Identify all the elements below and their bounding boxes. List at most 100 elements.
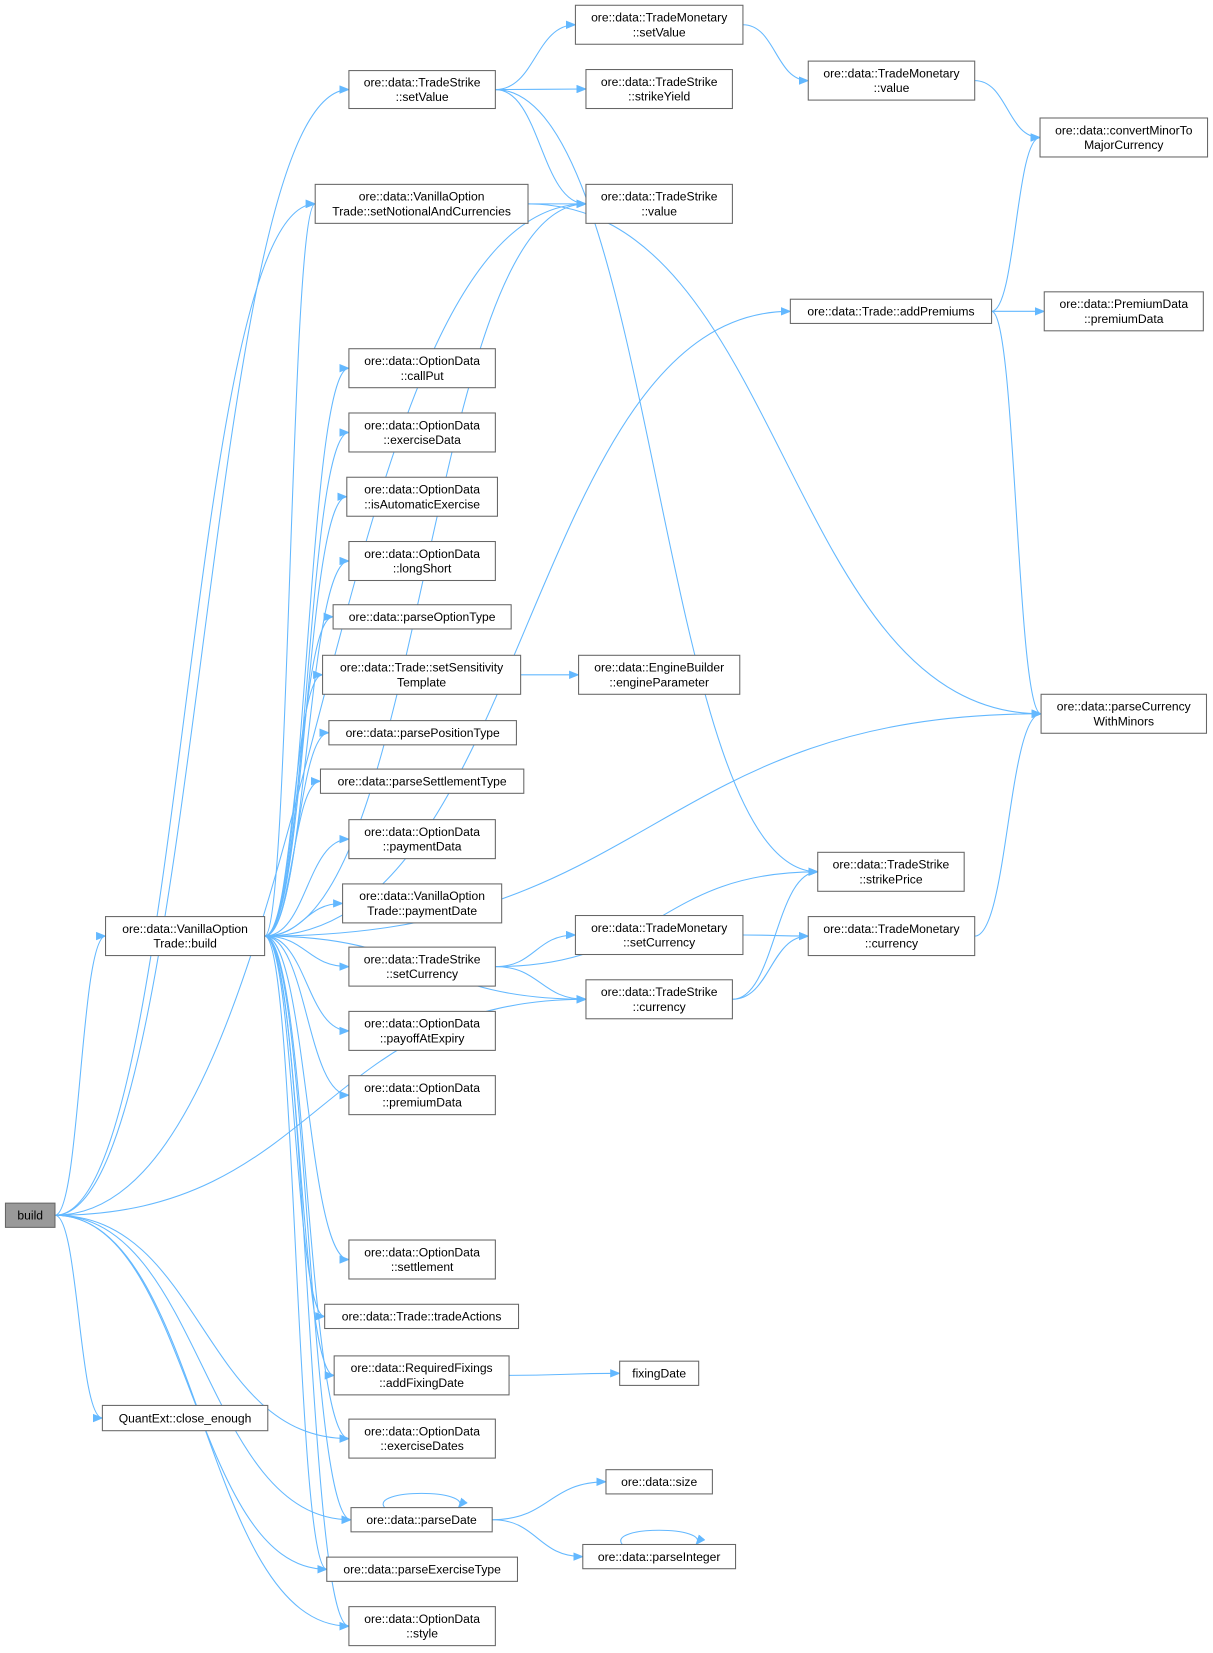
node-box [348, 946, 496, 987]
node-addPremiums[interactable]: ore::data::Trade::addPremiums [789, 298, 993, 324]
edge-ts_setValue-to-strikePrice [495, 89, 819, 876]
node-box [348, 1075, 496, 1116]
edge-build-to-close_enough [54, 1214, 104, 1423]
node-tm_setValue[interactable]: ore::data::TradeMonetary::setValue [574, 4, 744, 45]
node-payoffAtExpiry[interactable]: ore::data::OptionData::payoffAtExpiry [348, 1010, 496, 1051]
edge-vot_build-to-tradeActions [264, 935, 326, 1321]
edge-ts_setValue-to-ts_value [495, 89, 588, 209]
node-box [605, 1469, 713, 1495]
edge-vot_build-to-payoffAtExpiry [264, 935, 350, 1036]
node-label: ore::data::OptionData::settlement [364, 1245, 480, 1274]
node-box [807, 916, 976, 957]
node-label: ore::data::OptionData::payoffAtExpiry [364, 1017, 480, 1046]
node-parseExerciseType[interactable]: ore::data::parseExerciseType [326, 1556, 519, 1582]
edge-vot_build-to-settlement [264, 935, 350, 1264]
node-tm_value[interactable]: ore::data::TradeMonetary::value [807, 60, 976, 101]
node-parseInteger[interactable]: ore::data::parseInteger [582, 1543, 737, 1570]
edge-vot_build-to-paymentData [264, 834, 350, 937]
node-label: ore::data::TradeMonetary::setValue [591, 11, 728, 40]
node-box [105, 916, 266, 957]
node-fixingDate[interactable]: fixingDate [619, 1360, 700, 1386]
node-label: ore::data::TradeStrike::setValue [364, 75, 481, 104]
node-label: ore::data::parseDate [366, 1513, 477, 1527]
node-tradeActions[interactable]: ore::data::Trade::tradeActions [324, 1303, 520, 1330]
edge-build-to-ts_value [54, 199, 588, 1216]
edge-build-to-ts_setValue [54, 85, 350, 1216]
node-box [322, 654, 522, 695]
node-label: ore::data::parseExerciseType [343, 1562, 501, 1576]
edge-ts_currency-to-strikePrice [732, 867, 819, 1000]
node-size[interactable]: ore::data::size [605, 1469, 713, 1495]
node-label: ore::data::Trade::addPremiums [807, 305, 974, 319]
node-strikePrice[interactable]: ore::data::TradeStrike::strikePrice [817, 851, 965, 892]
node-settlement[interactable]: ore::data::OptionData::settlement [348, 1239, 496, 1280]
node-parseDate[interactable]: ore::data::parseDate [350, 1507, 493, 1533]
node-engineParameter[interactable]: ore::data::EngineBuilder::engineParamete… [578, 654, 741, 695]
node-longShort[interactable]: ore::data::OptionData::longShort [348, 540, 496, 582]
node-box [348, 1606, 496, 1647]
node-box [1039, 117, 1209, 158]
node-label: ore::data::TradeStrike::setCurrency [364, 952, 481, 981]
node-close_enough[interactable]: QuantExt::close_enough [101, 1404, 269, 1432]
node-ts_value[interactable]: ore::data::TradeStrike::value [585, 183, 733, 224]
node-ts_currency[interactable]: ore::data::TradeStrike::currency [585, 979, 733, 1020]
node-pd_premiumData[interactable]: ore::data::PremiumData::premiumData [1043, 291, 1204, 332]
node-isAutoEx[interactable]: ore::data::OptionData::isAutomaticExerci… [346, 476, 498, 517]
node-label: ore::data::TradeStrike::currency [601, 985, 718, 1014]
node-box [333, 1355, 510, 1396]
edge-ts_setValue-to-tm_setValue [495, 20, 577, 91]
node-label: ore::data::OptionData::isAutomaticExerci… [364, 483, 480, 512]
node-label: ore::data::size [621, 1475, 697, 1489]
node-box [348, 348, 496, 389]
node-label: ore::data::TradeMonetary::setCurrency [591, 921, 728, 950]
node-label: ore::data::parseOptionType [349, 610, 496, 624]
node-parsePositionType[interactable]: ore::data::parsePositionType [328, 720, 517, 746]
node-box [4, 1202, 56, 1228]
node-ts_setValue[interactable]: ore::data::TradeStrike::setValue [348, 70, 496, 110]
node-box [342, 883, 503, 924]
node-exerciseData[interactable]: ore::data::OptionData::exerciseData [348, 412, 496, 453]
node-parseSettlementType[interactable]: ore::data::parseSettlementType [319, 768, 525, 794]
node-box [585, 979, 733, 1020]
node-box [348, 1239, 496, 1280]
edge-build-to-ts_currency [54, 995, 588, 1216]
edge-vot_build-to-exerciseDates [264, 935, 350, 1443]
node-paymentData[interactable]: ore::data::OptionData::paymentData [348, 819, 496, 860]
node-label: ore::data::TradeStrike::value [601, 190, 718, 219]
node-ts_setCurrency[interactable]: ore::data::TradeStrike::setCurrency [348, 946, 496, 987]
node-box [346, 476, 498, 517]
node-callPut[interactable]: ore::data::OptionData::callPut [348, 348, 496, 389]
edge-parseDate-to-size [492, 1477, 608, 1521]
node-ts_strikeYield[interactable]: ore::data::TradeStrike::strikeYield [585, 69, 733, 110]
node-addFixingDate[interactable]: ore::data::RequiredFixings::addFixingDat… [333, 1355, 510, 1396]
node-label: ore::data::parseInteger [598, 1550, 721, 1564]
node-style[interactable]: ore::data::OptionData::style [348, 1606, 496, 1647]
node-tm_currency[interactable]: ore::data::TradeMonetary::currency [807, 916, 976, 957]
edge-parseInteger-to-parseInteger [620, 1529, 706, 1546]
node-box [324, 1303, 520, 1330]
node-od_premiumData[interactable]: ore::data::OptionData::premiumData [348, 1075, 496, 1116]
node-parseOptionType[interactable]: ore::data::parseOptionType [332, 604, 512, 630]
node-exerciseDates[interactable]: ore::data::OptionData::exerciseDates [348, 1418, 496, 1459]
edge-vot_build-to-vot_setNotional [264, 199, 317, 937]
node-label: ore::data::OptionData::style [364, 1612, 480, 1641]
edge-vot_build-to-callPut [264, 364, 350, 937]
node-build[interactable]: build [4, 1202, 56, 1228]
node-tm_setCurrency[interactable]: ore::data::TradeMonetary::setCurrency [574, 914, 744, 956]
node-label: ore::data::OptionData::premiumData [364, 1081, 480, 1110]
node-box [1040, 693, 1208, 734]
edge-build-to-vot_build [54, 931, 107, 1216]
edge-tm_setValue-to-tm_value [742, 24, 810, 85]
node-box [348, 70, 496, 110]
